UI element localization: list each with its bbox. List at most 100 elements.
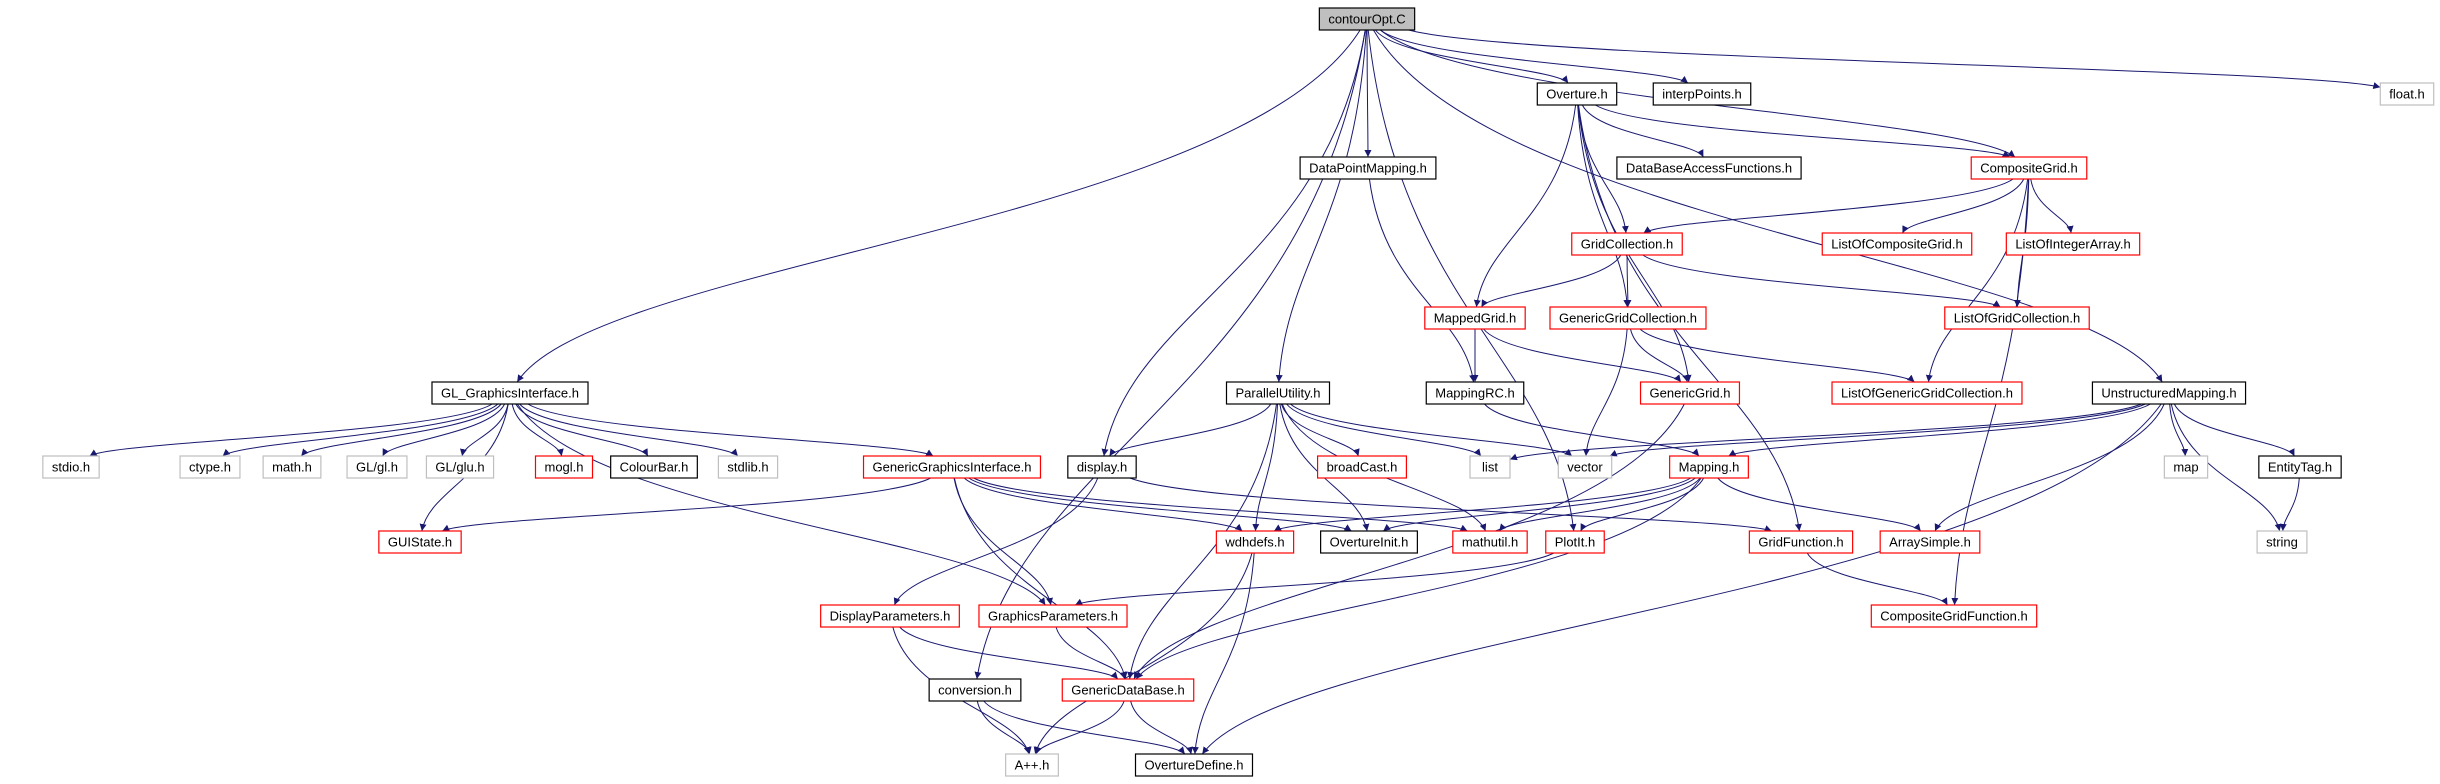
node-label: GL/gl.h — [356, 460, 398, 475]
node-mathutil[interactable]: mathutil.h — [1452, 530, 1528, 554]
node-genericGrid[interactable]: GenericGrid.h — [1639, 381, 1741, 405]
node-mappedGrid[interactable]: MappedGrid.h — [1424, 306, 1526, 330]
node-dataPointMapping[interactable]: DataPointMapping.h — [1299, 156, 1437, 180]
node-gluh[interactable]: GL/glu.h — [425, 455, 495, 479]
node-listOfGenericGridCollection[interactable]: ListOfGenericGridCollection.h — [1831, 381, 2023, 405]
node-listOfCompositeGrid[interactable]: ListOfCompositeGrid.h — [1821, 232, 1973, 256]
node-label: list — [1482, 460, 1498, 475]
node-box — [1831, 381, 2023, 405]
node-mappingh[interactable]: Mapping.h — [1669, 455, 1749, 479]
edge-glGraphics-to-mogl — [511, 403, 564, 457]
node-stringstd[interactable]: string — [2256, 530, 2308, 554]
node-label: GenericGraphicsInterface.h — [873, 460, 1032, 475]
edge-mappingh-to-mathutil — [1498, 477, 1701, 532]
edge-conversion-to-overtureDefine — [983, 700, 1186, 755]
node-mapstd[interactable]: map — [2163, 455, 2209, 479]
node-conversion[interactable]: conversion.h — [928, 678, 1022, 702]
node-box — [1299, 156, 1437, 180]
edge-contourOpt-to-displayh — [1101, 29, 1366, 457]
node-overtureDefine[interactable]: OvertureDefine.h — [1134, 753, 1254, 777]
node-mathh[interactable]: math.h — [262, 455, 322, 479]
node-entityTag[interactable]: EntityTag.h — [2258, 455, 2342, 479]
node-wdhdefs[interactable]: wdhdefs.h — [1215, 530, 1295, 554]
node-gridCollection[interactable]: GridCollection.h — [1571, 232, 1683, 256]
node-overtureInit[interactable]: OvertureInit.h — [1320, 530, 1418, 554]
node-genericDataBase[interactable]: GenericDataBase.h — [1061, 678, 1195, 702]
edge-contourOpt-to-dataPointMapping — [1364, 29, 1372, 158]
node-genericGraphics[interactable]: GenericGraphicsInterface.h — [862, 455, 1042, 479]
node-box — [1821, 232, 1973, 256]
edge-parallelUtility-to-displayh — [1109, 403, 1272, 457]
node-displayParams[interactable]: DisplayParameters.h — [820, 604, 960, 628]
edge-unstructuredMapping-to-entityTag — [2173, 403, 2295, 457]
edge-mappedGrid-to-genericGrid — [1483, 328, 1682, 383]
node-label: math.h — [272, 460, 312, 475]
node-compositeGrid[interactable]: CompositeGrid.h — [1970, 156, 2088, 180]
node-list[interactable]: list — [1469, 455, 1511, 479]
node-genericGridCollection[interactable]: GenericGridCollection.h — [1549, 306, 1707, 330]
edge-overture-to-mappedGrid — [1473, 104, 1577, 308]
edge-gridCollection-to-genericGridCollection — [1624, 254, 1632, 308]
node-colourBar[interactable]: ColourBar.h — [610, 455, 698, 479]
node-label: ListOfGridCollection.h — [1954, 311, 2080, 326]
node-mappingRC[interactable]: MappingRC.h — [1425, 381, 1525, 405]
node-plotIt[interactable]: PlotIt.h — [1545, 530, 1605, 554]
node-box — [1652, 82, 1752, 106]
node-label: wdhdefs.h — [1224, 535, 1284, 550]
node-box — [534, 455, 594, 479]
node-box — [1748, 530, 1854, 554]
edge-dataPointMapping-to-mappingRC — [1368, 178, 1477, 383]
node-label: GL/glu.h — [435, 460, 484, 475]
node-label: float.h — [2389, 87, 2424, 102]
node-unstructuredMapping[interactable]: UnstructuredMapping.h — [2091, 381, 2247, 405]
node-mogl[interactable]: mogl.h — [534, 455, 594, 479]
node-glh[interactable]: GL/gl.h — [346, 455, 408, 479]
edge-parallelUtility-to-list — [1286, 403, 1482, 457]
node-broadCast[interactable]: broadCast.h — [1316, 455, 1408, 479]
node-box — [1316, 455, 1408, 479]
node-appp[interactable]: A++.h — [1005, 753, 1059, 777]
node-box — [862, 455, 1042, 479]
node-arraySimple[interactable]: ArraySimple.h — [1879, 530, 1981, 554]
node-label: GUIState.h — [388, 535, 452, 550]
node-label: string — [2266, 535, 2298, 550]
node-dbAccess[interactable]: DataBaseAccessFunctions.h — [1616, 156, 1802, 180]
node-ctypeh[interactable]: ctype.h — [179, 455, 241, 479]
node-box — [1005, 753, 1059, 777]
node-box — [42, 455, 100, 479]
node-glGraphics[interactable]: GL_GraphicsInterface.h — [431, 381, 589, 405]
node-guiState[interactable]: GUIState.h — [378, 530, 462, 554]
edge-mappingh-to-wdhdefs — [1273, 477, 1692, 532]
node-stdioh[interactable]: stdio.h — [42, 455, 100, 479]
edge-conversion-to-appp — [976, 700, 1032, 755]
edge-contourOpt-to-glGraphics — [516, 29, 1361, 383]
node-gridFunction[interactable]: GridFunction.h — [1748, 530, 1854, 554]
node-displayh[interactable]: display.h — [1067, 455, 1137, 479]
node-listOfIntegerArray[interactable]: ListOfIntegerArray.h — [2005, 232, 2141, 256]
node-label: mathutil.h — [1462, 535, 1518, 550]
node-vector[interactable]: vector — [1557, 455, 1613, 479]
node-label: EntityTag.h — [2268, 460, 2332, 475]
node-box — [1067, 455, 1137, 479]
node-label: mogl.h — [544, 460, 583, 475]
node-box — [1469, 455, 1511, 479]
node-graphicsParams[interactable]: GraphicsParameters.h — [978, 604, 1128, 628]
node-label: contourOpt.C — [1328, 12, 1405, 27]
node-floath[interactable]: float.h — [2379, 82, 2435, 106]
edge-unstructuredMapping-to-vector — [1609, 403, 2146, 457]
node-parallelUtility[interactable]: ParallelUtility.h — [1225, 381, 1331, 405]
node-stdlibh[interactable]: stdlib.h — [717, 455, 779, 479]
edge-glGraphics-to-guiState — [419, 403, 509, 532]
node-contourOpt[interactable]: contourOpt.C — [1318, 7, 1416, 31]
node-label: conversion.h — [938, 683, 1012, 698]
node-label: CompositeGridFunction.h — [1880, 609, 2027, 624]
edge-mappingh-to-overtureInit — [1382, 477, 1696, 532]
node-overture[interactable]: Overture.h — [1536, 82, 1618, 106]
node-listOfGridCollection[interactable]: ListOfGridCollection.h — [1944, 306, 2090, 330]
node-interpPoints[interactable]: interpPoints.h — [1652, 82, 1752, 106]
edge-unstructuredMapping-to-overtureDefine — [1201, 403, 2162, 755]
node-box — [1452, 530, 1528, 554]
node-compositeGridFunction[interactable]: CompositeGridFunction.h — [1870, 604, 2038, 628]
node-label: A++.h — [1015, 758, 1050, 773]
node-label: map — [2173, 460, 2198, 475]
